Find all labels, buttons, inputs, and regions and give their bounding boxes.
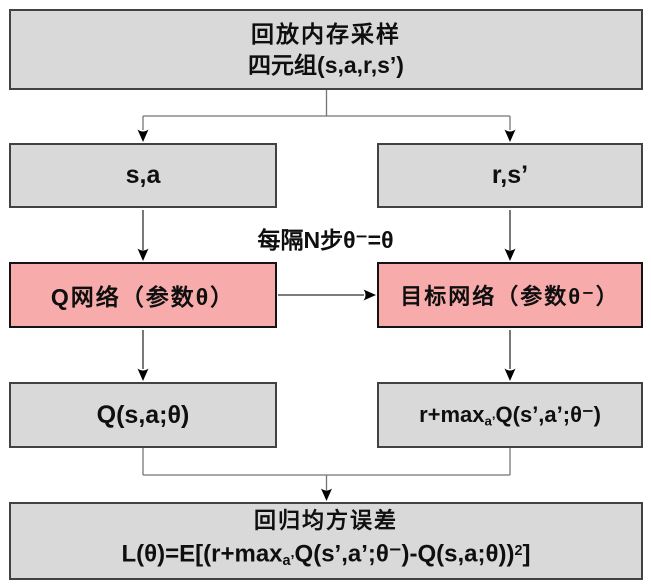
connector-loss-merge — [142, 448, 511, 490]
arrowhead-into-qval — [137, 368, 149, 381]
replay-memory-box: 回放内存采样 四元组(s,a,r,s’) — [9, 9, 643, 90]
q-value-box: Q(s,a;θ) — [9, 382, 277, 448]
connector-replay-split — [142, 90, 511, 130]
loss-title: 回归均方误差 — [253, 507, 398, 533]
q-network-box: Q网络（参数θ） — [9, 262, 277, 328]
target-value-box: r+maxa’Q(s’,a’;θ⁻) — [377, 382, 643, 448]
arrowhead-qnet-to-target — [363, 289, 376, 301]
arrowhead-into-sa — [137, 129, 149, 142]
arrowhead-into-tval — [504, 368, 516, 381]
reward-next-state-box: r,s’ — [377, 143, 643, 208]
arrowhead-into-loss — [321, 488, 332, 501]
target-network-box: 目标网络（参数θ⁻） — [377, 262, 643, 328]
q-value-label: Q(s,a;θ) — [96, 400, 190, 429]
replay-memory-tuple: 四元组(s,a,r,s’) — [248, 51, 404, 78]
arrowhead-into-target — [504, 248, 516, 261]
q-network-label: Q网络（参数θ） — [50, 284, 236, 310]
sync-note: 每隔N步θ⁻=θ — [257, 227, 394, 253]
target-network-label: 目标网络（参数θ⁻） — [400, 284, 620, 309]
target-value-formula: r+maxa’Q(s’,a’;θ⁻) — [419, 401, 601, 429]
state-action-label: s,a — [125, 161, 161, 189]
reward-next-state-label: r,s’ — [491, 161, 529, 189]
replay-memory-title: 回放内存采样 — [251, 20, 401, 47]
arrowhead-into-rs — [504, 129, 516, 142]
loss-box: 回归均方误差 L(θ)=E[(r+maxa’Q(s’,a’;θ⁻)-Q(s,a;… — [9, 502, 643, 580]
state-action-box: s,a — [9, 143, 277, 208]
arrowhead-into-qnet — [137, 248, 149, 261]
loss-formula: L(θ)=E[(r+maxa’Q(s’,a’;θ⁻)-Q(s,a;θ))2] — [121, 540, 531, 570]
